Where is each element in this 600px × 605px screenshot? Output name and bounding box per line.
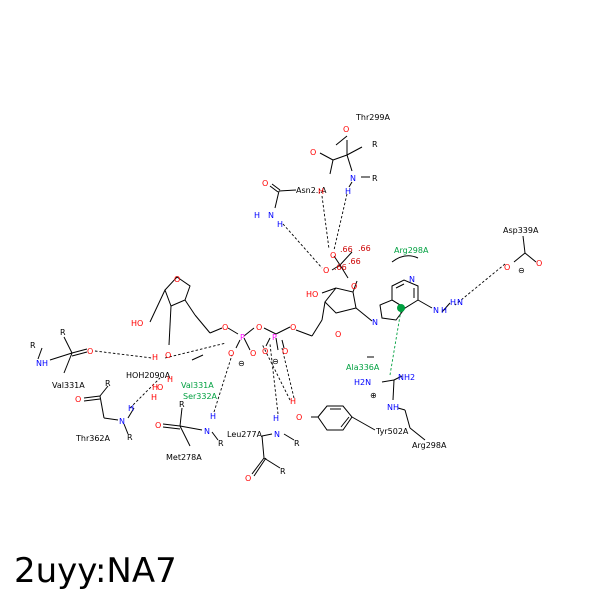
atom-o2-asp339: O	[504, 263, 510, 272]
label-thr299: Thr299A	[355, 113, 391, 122]
atom-nh2-arg298: NH2	[398, 373, 415, 382]
atom-n-purine1: N	[409, 275, 415, 284]
atom-r-val331a: R	[60, 328, 66, 337]
atom-o-bridge2: O	[256, 323, 262, 332]
dist-1: .66	[340, 245, 353, 254]
atom-n-thr362: N	[119, 417, 125, 426]
atom-o-pb2: O	[282, 347, 288, 356]
atom-h-tyr502: H	[290, 397, 296, 406]
atom-p-beta: P	[272, 333, 277, 342]
label-hoh2090: HOH2090A	[126, 371, 171, 380]
atom-o-bridge1: O	[290, 323, 296, 332]
label-leu277: Leu277A	[227, 430, 263, 439]
atom-r-val331b: R	[30, 341, 36, 350]
atom-r-met278b: R	[218, 439, 224, 448]
label-val331-green: Val331A	[181, 381, 214, 390]
label-ala336: Ala336A	[346, 363, 380, 372]
charge-arg298: ⊕	[370, 391, 377, 400]
atom-o-asn2: O	[262, 179, 268, 188]
atom-n-met278: N	[204, 427, 210, 436]
label-asp339: Asp339A	[503, 226, 539, 235]
atom-o-p2: O	[323, 266, 329, 275]
label-tyr502: Tyr502A	[375, 427, 409, 436]
atom-o-leu277: O	[245, 474, 251, 483]
atom-n-purine-nh: N	[457, 298, 463, 307]
atom-o-ribose1: O	[335, 330, 341, 339]
label-arg298-top: Arg298A	[394, 246, 429, 255]
atom-h-asn2: H	[277, 220, 283, 229]
label-thr362: Thr362A	[75, 434, 111, 443]
dist-3: .66	[334, 263, 347, 272]
dist-4: .66	[348, 257, 361, 266]
atom-o-pa1: O	[228, 349, 234, 358]
atom-h-leu277: H	[273, 414, 279, 423]
atom-o-tyr502: O	[296, 413, 302, 422]
atom-o-pa2: O	[250, 349, 256, 358]
atom-r-met278: R	[179, 400, 185, 409]
atom-r-thr362: R	[105, 379, 111, 388]
atom-h2n-arg298: H2N	[354, 378, 371, 387]
atom-r-thr299: R	[372, 140, 378, 149]
atom-o-val331: O	[87, 347, 93, 356]
atom-o-ribose2: O	[174, 275, 180, 284]
atom-n-thr299: N	[350, 174, 356, 183]
atom-h-thr362: H	[128, 404, 134, 413]
atom-o-pb1: O	[262, 347, 268, 356]
charge-asp339: ⊖	[518, 266, 525, 275]
atom-n-asn2: N	[268, 211, 274, 220]
label-ser332: Ser332A	[183, 392, 218, 401]
atom-nh-arg298: NH	[387, 403, 399, 412]
atom-o-thr299: O	[343, 125, 349, 134]
atom-o-thr362: O	[75, 395, 81, 404]
atom-r-leu277: R	[294, 439, 300, 448]
atom-o-bridge3: O	[222, 323, 228, 332]
hydrogen-bonds	[94, 193, 506, 415]
charge-pa: ⊖	[238, 359, 245, 368]
atom-h-water2: H	[152, 383, 158, 392]
atom-o-ribose2-b: O	[165, 351, 171, 360]
atom-n-purine9: N	[372, 318, 378, 327]
atom-nh-asn2: H	[254, 211, 260, 220]
atom-o-met278: O	[155, 421, 161, 430]
atom-h-ribose2: H	[152, 353, 158, 362]
atom-o1-asp339: O	[536, 259, 542, 268]
atom-h-water: H	[167, 375, 173, 384]
atom-h-purine-nh2: H	[441, 306, 447, 315]
pi-cation-marker	[397, 304, 405, 312]
label-val331-left: Val331A	[52, 381, 85, 390]
atom-o-water: O	[157, 383, 163, 392]
atom-r-thr362b: R	[127, 433, 133, 442]
atom-ho-ribose2: HO	[131, 319, 143, 328]
atom-r-leu277b: R	[280, 467, 286, 476]
atom-r-thr299-n: R	[372, 174, 378, 183]
atom-ho-ribose1: HO	[306, 290, 318, 299]
atom-h-water3: H	[151, 393, 157, 402]
ligand-id-caption: 2uyy:NA7	[14, 551, 177, 591]
atom-o-thr299-og: O	[310, 148, 316, 157]
charge-pb: ⊖	[272, 357, 279, 366]
atom-n-purine-nh2: N	[433, 306, 439, 315]
atom-nh-purine: H	[450, 298, 456, 307]
residue-labels: Thr299A Asn2.:A Asp339A Arg298A Ala336A …	[52, 113, 539, 462]
atom-o-p3: O	[351, 282, 357, 291]
atom-n-leu277: N	[274, 430, 280, 439]
label-arg298-bot: Arg298A	[412, 441, 447, 450]
bonds	[37, 135, 537, 477]
atom-h-met278: H	[210, 412, 216, 421]
atom-p-alpha: P	[240, 333, 245, 342]
atom-nh-val331: NH	[36, 359, 48, 368]
atom-h-thr299: H	[345, 187, 351, 196]
atom-h-thr299-og: H	[318, 187, 324, 196]
atom-o-p1: O	[330, 251, 336, 260]
label-asn2: Asn2.:A	[296, 186, 327, 195]
dist-2: .66	[358, 244, 371, 253]
label-met278: Met278A	[166, 453, 202, 462]
atom-labels: O R O N R H H O H N H O O ⊖ O O O .66 .6…	[30, 125, 542, 483]
